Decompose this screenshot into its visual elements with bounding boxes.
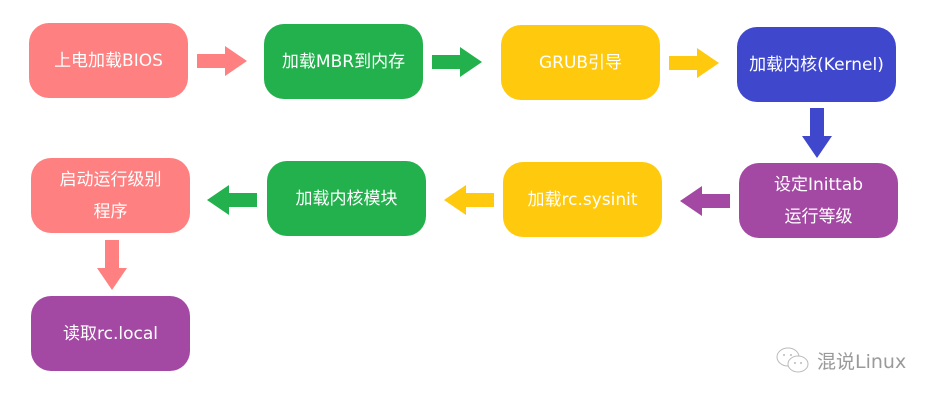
step-label: 上电加载BIOS [54,50,163,71]
step-label: 加载rc.sysinit [527,189,638,210]
step-rc-local: 读取rc.local [31,296,190,371]
step-label: 启动运行级别 [59,169,162,190]
step-power-on-bios: 上电加载BIOS [29,23,188,98]
step-runlevel-programs: 启动运行级别程序 [31,158,190,233]
arrow-right-icon [432,47,482,77]
step-rc-sysinit: 加载rc.sysinit [503,162,662,237]
step-load-kernel: 加载内核(Kernel) [737,27,896,102]
step-kernel-modules: 加载内核模块 [267,161,426,236]
step-label: GRUB引导 [538,52,623,73]
watermark-text: 混说Linux [817,350,907,373]
step-label: 读取rc.local [63,323,158,344]
step-grub: GRUB引导 [501,25,660,100]
step-inittab: 设定Inittab 运行等级 [739,163,898,238]
watermark: 混说Linux [775,345,906,375]
step-label: 加载内核模块 [295,188,398,209]
step-label: 设定Inittab [773,174,864,195]
arrow-right-icon [669,48,719,78]
arrow-left-icon [444,185,494,215]
step-label: 加载内核(Kernel) [749,54,884,75]
arrow-left-icon [207,185,257,215]
step-label: 运行等级 [784,206,853,227]
arrow-right-icon [197,46,247,76]
step-label: 加载MBR到内存 [281,51,406,72]
arrow-left-icon [680,186,730,216]
step-label: 程序 [93,201,128,222]
arrow-down-icon [97,240,127,290]
step-load-mbr: 加载MBR到内存 [264,24,423,99]
arrow-down-icon [802,108,832,158]
wechat-icon [776,347,809,373]
